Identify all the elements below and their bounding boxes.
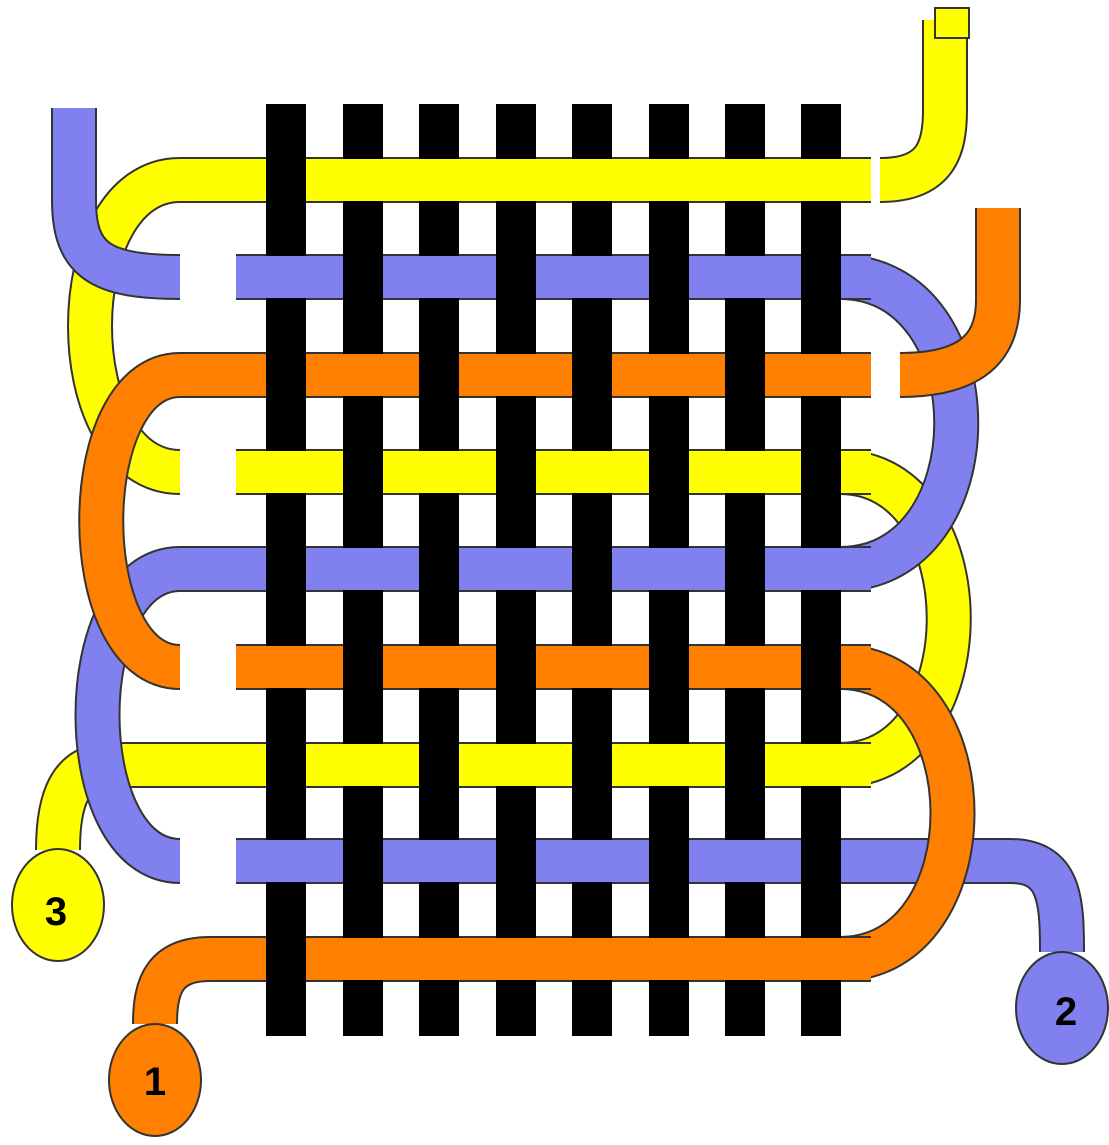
weft-row-6-over-warp-1: [262, 646, 310, 688]
weft-row-1-over-warp-2: [339, 159, 387, 201]
weft-row-9-over-warp-3: [415, 938, 463, 980]
weft-row-6-over-warp-7: [721, 646, 769, 688]
warp-thread-5: [572, 104, 612, 1036]
weft-row-9-over-warp-4: [492, 938, 540, 980]
weft-row-1-over-warp-7: [721, 159, 769, 201]
orange-right-loop: [840, 667, 953, 959]
weft-row-5-over-warp-8: [797, 548, 845, 590]
weft-row-2-over-warp-7: [721, 256, 769, 298]
weft-row-2-over-warp-5: [568, 256, 616, 298]
strand-1-label: 1: [109, 1024, 201, 1136]
weft-row-6-over-warp-5: [568, 646, 616, 688]
weft-row-5-over-warp-4: [492, 548, 540, 590]
weft-row-1-over-warp-3: [415, 159, 463, 201]
strand-3-label: 3: [12, 849, 104, 961]
yellow-top-end: [880, 20, 945, 180]
weft-row-4-over-warp-7: [721, 451, 769, 493]
warp-thread-3: [419, 104, 459, 1036]
weft-row-1-over-warp-5: [568, 159, 616, 201]
orange-left-loop: [101, 375, 266, 667]
weft-row-4-over-warp-1: [262, 451, 310, 493]
weft-row-4-over-warp-5: [568, 451, 616, 493]
weft-row-7-over-warp-2: [339, 744, 387, 786]
weft-row-4-over-warp-3: [415, 451, 463, 493]
weft-row-2-over-warp-1: [262, 256, 310, 298]
warp-thread-1: [266, 104, 306, 1036]
weft-row-5-over-warp-6: [645, 548, 693, 590]
warp-thread-7: [725, 104, 765, 1036]
weft-row-9-over-warp-6: [645, 938, 693, 980]
strand-2-label: 2: [1016, 952, 1108, 1064]
weft-row-7-over-warp-8: [797, 744, 845, 786]
weft-row-9-over-warp-7: [721, 938, 769, 980]
weft-row-8-over-warp-7: [721, 840, 769, 882]
weft-row-3-over-warp-2: [339, 354, 387, 396]
weft-row-2-over-warp-3: [415, 256, 463, 298]
weft-row-3-over-warp-4: [492, 354, 540, 396]
weft-row-3-over-warp-6: [645, 354, 693, 396]
weft-row-6-over-warp-3: [415, 646, 463, 688]
weft-layer-under: [58, 20, 1062, 1024]
weft-row-7-over-warp-4: [492, 744, 540, 786]
weft-row-9-over-warp-2: [339, 938, 387, 980]
yellow-end-cap: [935, 8, 969, 38]
weft-row-8-over-warp-5: [568, 840, 616, 882]
weft-row-3-over-warp-8: [797, 354, 845, 396]
weft-row-1-over-warp-6: [645, 159, 693, 201]
weft-row-5-over-warp-2: [339, 548, 387, 590]
weft-row-1-over-warp-4: [492, 159, 540, 201]
weft-row-7-over-warp-6: [645, 744, 693, 786]
weft-row-9-over-warp-5: [568, 938, 616, 980]
strand-3-number: 3: [45, 890, 67, 934]
weft-row-1-over-warp-8: [797, 159, 845, 201]
weft-row-8-over-warp-3: [415, 840, 463, 882]
weft-row-9-over-warp-8: [797, 938, 845, 980]
strand-1-number: 1: [144, 1060, 166, 1104]
weft-row-8-over-warp-1: [262, 840, 310, 882]
strand-2-number: 2: [1055, 990, 1077, 1034]
